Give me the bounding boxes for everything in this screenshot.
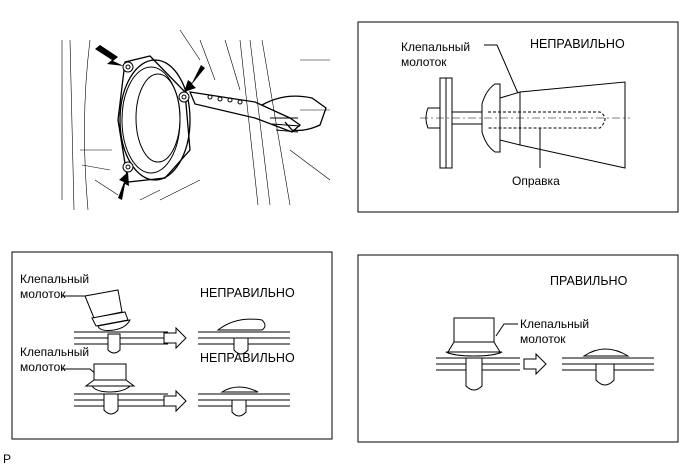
rivet-icon bbox=[122, 61, 134, 73]
outline-arrow-icon bbox=[163, 389, 187, 413]
panel-bottom-right-content: ПРАВИЛЬНО Клепальный молоток bbox=[436, 274, 654, 391]
outline-arrow-icon bbox=[163, 326, 187, 350]
riveter-label-line1: Клепальный bbox=[401, 40, 470, 54]
pointer-arrow-icon bbox=[95, 45, 124, 66]
riveter-label-line2: молоток bbox=[401, 55, 447, 69]
riveter-label-2-line2: молоток bbox=[20, 360, 66, 374]
panel-bottom-right bbox=[357, 254, 679, 443]
hand-icon bbox=[261, 95, 327, 132]
riveter-label-1-line1: Клепальный bbox=[20, 272, 89, 286]
panel-bottom-left-content: Клепальный молоток НЕПРАВИЛЬНО Клепальны… bbox=[20, 272, 295, 417]
riveter-label-1-line2: молоток bbox=[20, 287, 66, 301]
outline-arrow-icon bbox=[523, 352, 547, 376]
panel-top-right-content: Клепальный молоток НЕПРАВИЛЬНО Оправка bbox=[401, 37, 630, 188]
panel-top-right bbox=[357, 21, 679, 213]
pointer-arrow-icon bbox=[184, 65, 205, 92]
status-incorrect-1: НЕПРАВИЛЬНО bbox=[200, 286, 295, 300]
riveter-label-line1: Клепальный bbox=[520, 317, 589, 331]
riveter-label-2-line1: Клепальный bbox=[20, 345, 89, 359]
speaker-removal-illustration bbox=[61, 29, 331, 211]
riveter-label-line2: молоток bbox=[520, 332, 566, 346]
figure-code: P bbox=[3, 452, 11, 465]
status-correct: ПРАВИЛЬНО bbox=[550, 274, 628, 288]
mandrel-label: Оправка bbox=[512, 174, 560, 188]
rivet-icon bbox=[178, 91, 190, 103]
rivet-icon bbox=[122, 161, 134, 173]
status-incorrect: НЕПРАВИЛЬНО bbox=[530, 37, 625, 51]
speaker-cone bbox=[135, 73, 181, 163]
pointer-arrow-icon bbox=[118, 172, 129, 200]
panel-bottom-left bbox=[11, 251, 333, 440]
speaker-outer-ring bbox=[119, 59, 191, 181]
status-incorrect-2: НЕПРАВИЛЬНО bbox=[200, 351, 295, 365]
drill-tool bbox=[188, 91, 302, 133]
